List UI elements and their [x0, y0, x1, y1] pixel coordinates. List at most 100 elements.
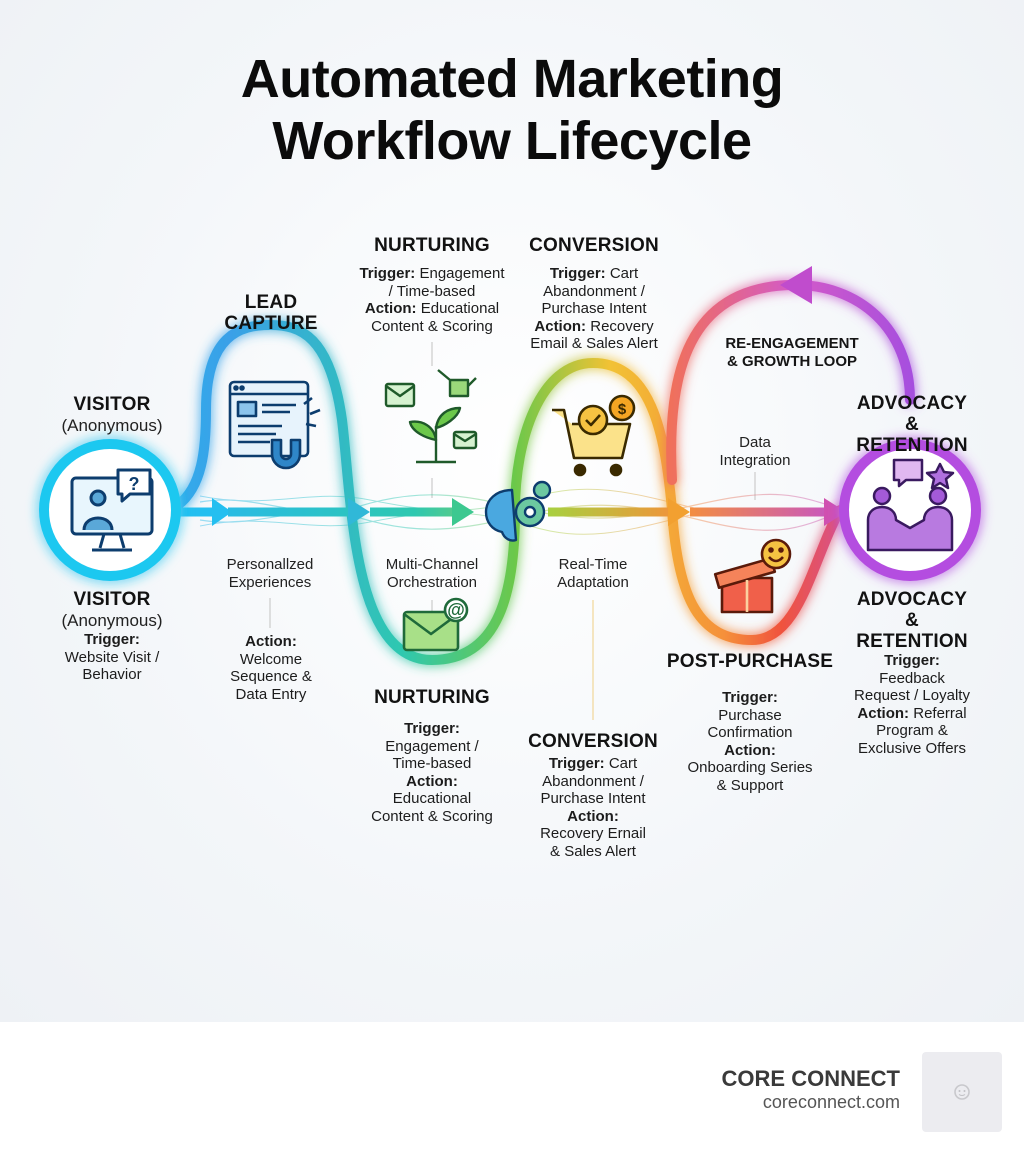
stage-heading: VISITOR [73, 589, 151, 610]
landing-page-magnet-icon [228, 380, 321, 470]
action-label: Action: [534, 317, 587, 335]
flow-arrows [178, 498, 846, 526]
trigger-label: Trigger: [404, 720, 460, 737]
stage-heading: POST-PURCHASE [666, 651, 834, 672]
action-text: Content & Scoring [371, 807, 493, 825]
stage-heading: & RETENTION [856, 414, 968, 456]
action-text: Content & Scoring [371, 317, 493, 335]
connector-lines [269, 342, 756, 720]
stage-subheading: (Anonymous) [61, 611, 163, 630]
brand-name: CORE CONNECT [721, 1066, 900, 1091]
growth-loop-arrowhead [780, 266, 812, 304]
seedling-watering-icon [384, 369, 478, 464]
brand-logo [922, 1052, 1002, 1132]
trigger-text: Engagement / [385, 737, 479, 755]
real-time-adaptation-label: Real-Time Adaptation [557, 556, 629, 591]
email-at-symbol: @ [447, 600, 465, 620]
visitor-stage-top: VISITOR (Anonymous) [61, 394, 162, 436]
trigger-label: Trigger: [884, 652, 940, 669]
visitor-question-mark: ? [129, 474, 140, 494]
trigger-text: / Time-based [388, 282, 476, 300]
re-engagement-loop-label: RE-ENGAGEMENT & GROWTH LOOP [725, 335, 859, 370]
action-text: Sequence & [230, 668, 312, 685]
trigger-text: Request / Loyalty [854, 687, 970, 704]
nurturing-stage-bottom: NURTURING Trigger: Engagement / Time-bas… [371, 687, 493, 825]
advocacy-stage-top: ADVOCACY & RETENTION [856, 393, 968, 456]
diagram-area: ? [0, 0, 1024, 1022]
trigger-label: Trigger: [722, 689, 778, 706]
trigger-label: Trigger: [359, 265, 416, 282]
workflow-diagram: ? [39, 266, 981, 720]
conversion-stage-bottom: CONVERSION Trigger: Cart Abandonment / P… [528, 731, 658, 860]
trigger-text: Website Visit / [64, 648, 160, 666]
trigger-text: Abandonment / [542, 772, 644, 790]
trigger-text: Abandonment / [543, 282, 645, 300]
footer: CORE CONNECT coreconnect.com [0, 1022, 1024, 1154]
lead-capture-stage-bottom: Action: Welcome Sequence & Data Entry [230, 633, 312, 703]
stage-heading: ADVOCACY [856, 393, 968, 414]
stage-heading: CONVERSION [529, 235, 659, 256]
stage-heading: CONVERSION [528, 731, 658, 752]
stage-subheading: (Anonymous) [61, 416, 163, 435]
trigger-text: Behavior [82, 666, 142, 683]
action-text: Exclusive Offers [857, 739, 967, 757]
trigger-text: Cart [604, 755, 638, 772]
action-text: Email & Sales Alert [530, 335, 658, 352]
action-text: Welcome [239, 650, 303, 668]
visitor-stage-bottom: VISITOR (Anonymous) Trigger: Website Vis… [61, 589, 162, 684]
action-text: Referral [909, 704, 967, 722]
trigger-label: Trigger: [549, 265, 606, 282]
action-label: Action: [567, 807, 619, 825]
action-text: Recovery Ernail [540, 825, 646, 842]
cart-dollar-sign: $ [618, 401, 627, 418]
nurturing-stage-top: NURTURING Trigger: Engagement / Time-bas… [359, 235, 504, 335]
brain-gear-icon [484, 480, 552, 542]
stage-heading: LEAD [244, 292, 298, 313]
trigger-text: Purchase [718, 706, 782, 724]
action-text: Educational [416, 300, 500, 317]
email-at-icon [402, 597, 469, 652]
stage-heading: NURTURING [374, 235, 490, 256]
trigger-text: Time-based [392, 755, 472, 772]
brand-logo-icon [954, 1084, 970, 1100]
page-title: Automated Marketing Workflow Lifecycle [240, 49, 784, 171]
action-text: & Sales Alert [550, 842, 636, 860]
lead-capture-stage-top: LEAD CAPTURE [224, 292, 317, 334]
handshake-chat-icon [866, 458, 955, 552]
conversion-stage-top: CONVERSION Trigger: Cart Abandonment / P… [529, 235, 659, 353]
action-text: Onboarding Series [687, 759, 813, 776]
multi-channel-orchestration-label: Multi-Channel Orchestration [385, 556, 479, 591]
stage-heading: & RETENTION [856, 610, 968, 652]
action-label: Action: [406, 772, 458, 790]
trigger-text: Cart [605, 265, 639, 282]
visitor-monitor-icon [70, 468, 154, 552]
trigger-text: Purchase Intent [541, 300, 647, 317]
action-label: Action: [724, 741, 776, 759]
gift-smile-icon [713, 538, 792, 614]
action-label: Action: [245, 633, 297, 650]
brand-url: coreconnect.com [762, 1092, 900, 1112]
lifecycle-path [173, 319, 845, 666]
action-text: Data Entry [235, 685, 307, 703]
action-text: Educational [392, 790, 472, 807]
action-text: Recovery [586, 317, 654, 335]
trigger-label: Trigger: [548, 755, 605, 772]
trigger-text: Purchase Intent [540, 790, 646, 807]
cart-dollar-icon [552, 394, 636, 477]
stage-heading: NURTURING [374, 687, 490, 708]
trigger-label: Trigger: [84, 631, 140, 648]
trigger-text: Feedback [879, 669, 945, 687]
stage-heading: CAPTURE [224, 313, 318, 334]
stage-heading: ADVOCACY [856, 589, 968, 610]
data-integration-label: Data Integration [719, 434, 791, 469]
advocacy-stage-bottom: ADVOCACY & RETENTION Trigger: Feedback R… [854, 589, 970, 757]
action-label: Action: [364, 300, 417, 317]
post-purchase-stage: POST-PURCHASE Trigger: Purchase Confirma… [667, 651, 833, 794]
action-text: Program & [876, 722, 948, 739]
stage-heading: VISITOR [73, 394, 151, 415]
trigger-text: Confirmation [707, 724, 793, 741]
action-text: & Support [716, 776, 784, 794]
personalized-experiences-label: Personallzed Experiences [226, 556, 314, 591]
action-label: Action: [857, 704, 910, 722]
trigger-text: Engagement [415, 265, 505, 282]
